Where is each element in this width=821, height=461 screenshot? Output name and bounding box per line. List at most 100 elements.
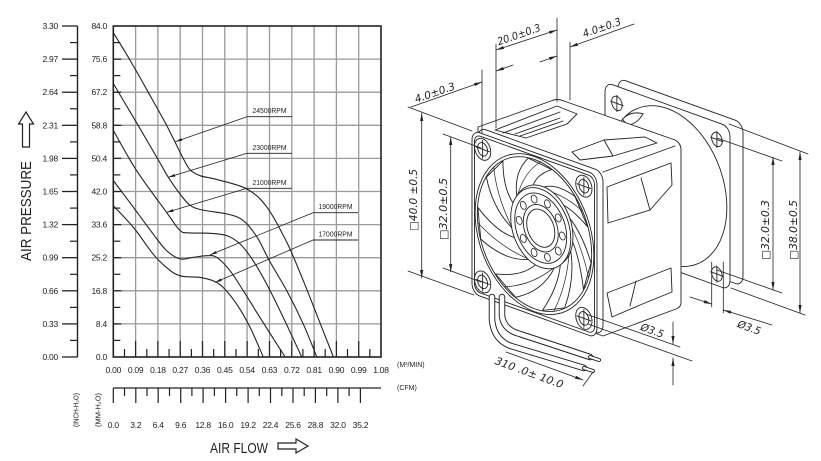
chart-axes — [62, 25, 382, 403]
x2-unit-label: (CFM) — [397, 385, 417, 392]
dimension-lines — [408, 18, 808, 386]
x-tick-label: 0.90 — [329, 365, 345, 375]
rpm-label: 23000RPM — [253, 143, 287, 152]
wire-conductor — [584, 368, 593, 371]
dim-label-frame-size: □40.0 ±0.5 — [408, 169, 420, 231]
rpm-label: 21000RPM — [253, 178, 287, 187]
curve-17000rpm — [112, 205, 264, 358]
rear-mount-hole — [611, 93, 624, 114]
chart-curves — [112, 32, 334, 358]
dim-line-depth — [496, 30, 557, 50]
cfm-tick-label: 16.0 — [218, 420, 234, 430]
y-mm-tick-label: 75.6 — [91, 54, 107, 64]
y-inch-tick-label: 1.65 — [42, 187, 58, 197]
y-unit-label: (MM-H₂O) — [96, 393, 103, 427]
hub-spoke-hole — [555, 246, 561, 256]
y-mm-tick-label: 42.0 — [91, 187, 107, 197]
extension-line — [583, 372, 593, 386]
extension-line — [588, 324, 692, 361]
dim-label-depth: 20.0±0.3 — [496, 22, 542, 48]
rpm-label: 17000RPM — [319, 230, 353, 239]
hub-bearing — [527, 205, 555, 252]
fan-opening-edge — [477, 139, 591, 330]
lead-wire-fill — [492, 297, 584, 368]
hub-spoke-hole — [559, 231, 565, 241]
extension-line — [717, 138, 782, 161]
front-mount-hole — [475, 136, 491, 163]
fan-blade — [495, 246, 554, 312]
impeller — [478, 140, 591, 328]
extension-line — [729, 124, 808, 154]
dim-label-front-hole-dia: Ø3.5 — [638, 321, 666, 341]
cfm-tick-label: 35.2 — [353, 420, 369, 430]
air-pressure-arrow-icon — [17, 110, 35, 148]
dim-arrow — [690, 297, 712, 304]
y-mm-tick-label: 33.6 — [91, 220, 107, 230]
dim-label-rear-flange: 4.0±0.3 — [581, 16, 623, 40]
cfm-tick-label: 12.8 — [195, 420, 211, 430]
air-flow-arrow-icon — [277, 437, 310, 455]
chart-grid — [113, 26, 381, 357]
cfm-tick-label: 28.8 — [308, 420, 324, 430]
curve-19000rpm — [112, 180, 286, 358]
extension-line — [443, 134, 481, 148]
lead-wires — [492, 297, 599, 371]
rpm-leader-line — [168, 152, 248, 178]
y-mm-tick-label: 84.0 — [91, 21, 107, 31]
hub-spoke-hole — [531, 248, 537, 258]
y-mm-tick-label: 25.2 — [91, 253, 107, 263]
y-inch-tick-label: 1.32 — [42, 220, 58, 230]
dim-label-rear-frame-size: □38.0±0.5 — [788, 200, 800, 260]
cfm-tick-label: 32.0 — [330, 420, 346, 430]
y-inch-tick-label: 1.98 — [42, 153, 58, 163]
y-inch-tick-label: 0.66 — [42, 286, 58, 296]
curve-23000rpm — [112, 83, 318, 358]
fan-blade — [486, 155, 513, 229]
y-inch-tick-label: 0.33 — [42, 319, 58, 329]
curve-21000rpm — [112, 130, 303, 358]
rpm-leader-line — [175, 116, 248, 143]
cfm-tick-label: 6.4 — [153, 420, 165, 430]
x-tick-label: 0.09 — [128, 365, 144, 375]
cfm-tick-label: 22.4 — [263, 420, 279, 430]
cfm-tick-label: 0.0 — [108, 420, 120, 430]
rpm-label: 24500RPM — [253, 106, 287, 115]
y-mm-tick-label: 16.8 — [91, 286, 107, 296]
side-vent-upper — [607, 163, 672, 223]
fan-blade-fold — [494, 168, 513, 229]
rpm-leader-line — [214, 239, 314, 283]
chart-tick-labels: 0.000.330.660.991.321.651.982.312.642.97… — [42, 21, 389, 430]
fan-blade — [478, 207, 530, 264]
y-mm-tick-label: 50.4 — [91, 153, 107, 163]
x-tick-label: 0.27 — [172, 365, 188, 375]
rear-mount-hole — [711, 129, 724, 150]
y-inch-tick-label: 0.99 — [42, 253, 58, 263]
x-unit-label: (M³/MIN) — [397, 362, 425, 369]
x-axis-title: AIR FLOW — [210, 440, 269, 457]
y-mm-tick-label: 8.4 — [96, 319, 108, 329]
rpm-leader-line — [166, 187, 248, 213]
extension-line — [408, 271, 474, 295]
top-vent-front — [495, 106, 577, 138]
x-tick-label: 0.54 — [239, 365, 255, 375]
x-tick-label: 0.18 — [150, 365, 166, 375]
dim-arrow — [496, 65, 513, 71]
dim-line-front-flange — [411, 82, 482, 107]
hub-spoke-hole — [531, 194, 537, 204]
dim-arrow — [723, 310, 772, 325]
cfm-tick-label: 3.2 — [130, 420, 142, 430]
fan-blade-fold — [505, 249, 555, 305]
dim-line-wire-length — [506, 352, 583, 380]
front-mount-hole — [475, 268, 491, 295]
y-mm-tick-label: 58.8 — [91, 120, 107, 130]
top-vent-rear — [572, 137, 657, 160]
dim-label-front-flange: 4.0±0.3 — [413, 81, 457, 106]
x-tick-label: 0.99 — [351, 365, 367, 375]
cfm-tick-label: 25.6 — [285, 420, 301, 430]
y-inch-tick-label: 0.00 — [42, 352, 58, 362]
y-axis-title: AIR PRESSURE — [18, 161, 35, 261]
hub-spoke-hole — [520, 200, 526, 210]
cfm-tick-label: 9.6 — [175, 420, 187, 430]
y-inch-tick-label: 2.64 — [42, 87, 58, 97]
